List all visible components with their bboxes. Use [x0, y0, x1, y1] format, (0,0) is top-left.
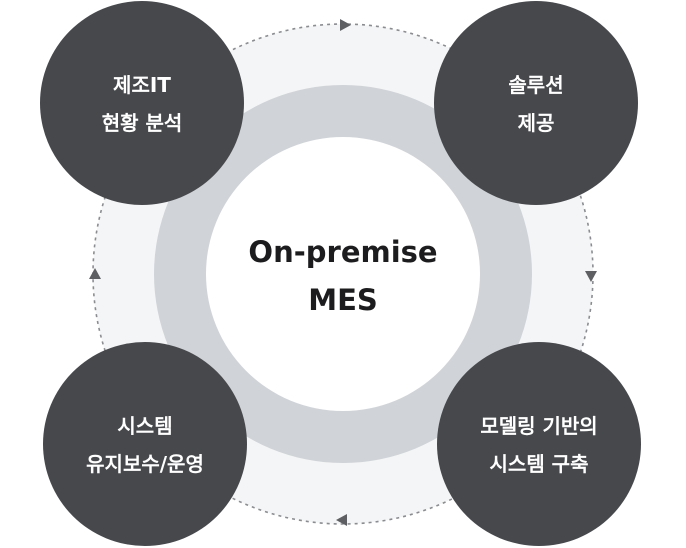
arrow-up-icon: [89, 268, 101, 279]
step-node-1: 제조IT 현황 분석: [40, 1, 244, 205]
step-node-3-line1: 모델링 기반의: [480, 414, 597, 438]
step-node-2: 솔루션 제공: [434, 1, 638, 205]
step-node-2-circle: [434, 1, 638, 205]
step-node-2-line1: 솔루션: [508, 73, 563, 97]
step-node-3-circle: [437, 342, 641, 546]
step-node-2-line2: 제공: [518, 111, 555, 135]
step-node-4-line2: 유지보수/운영: [86, 452, 204, 476]
center-title-line2: MES: [308, 283, 378, 317]
center-title-line1: On-premise: [248, 235, 437, 269]
step-node-3-line2: 시스템 구축: [490, 452, 589, 476]
arrow-right-icon: [340, 19, 351, 31]
step-node-4: 시스템 유지보수/운영: [43, 342, 247, 546]
step-node-1-line1: 제조IT: [113, 73, 171, 97]
step-node-3: 모델링 기반의 시스템 구축: [437, 342, 641, 546]
arrow-down-icon: [585, 271, 597, 282]
step-node-1-circle: [40, 1, 244, 205]
arrow-left-icon: [336, 514, 347, 526]
center-disc: [206, 137, 480, 411]
step-node-4-line1: 시스템: [117, 414, 172, 438]
step-node-4-circle: [43, 342, 247, 546]
step-node-1-line2: 현황 분석: [102, 111, 183, 135]
